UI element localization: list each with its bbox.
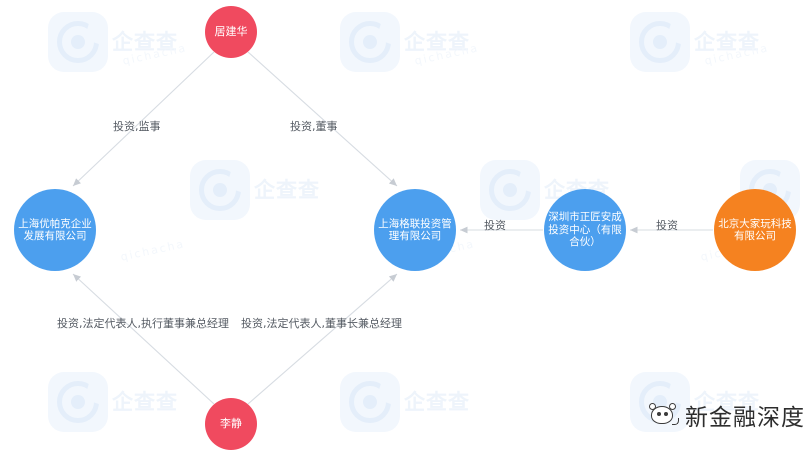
edge-label-bottom-right: 投资,法定代表人,董事长兼总经理 <box>241 317 402 330</box>
cat-mascot-icon <box>648 402 679 428</box>
edge-top-to-left <box>72 51 215 187</box>
graph-node-company-right-1[interactable]: 深圳市正匠安成投资中心（有限合伙） <box>544 189 626 271</box>
edge-label-top-left: 投资,监事 <box>113 120 161 133</box>
node-label: 李静 <box>220 416 242 430</box>
node-label: 北京大家玩科技有限公司 <box>718 217 792 242</box>
edge-top-to-center <box>247 51 398 187</box>
edge-label-center-right1: 投资 <box>484 219 506 232</box>
brand-badge: 新金融深度 <box>648 398 805 432</box>
node-label: 居建华 <box>214 24 248 38</box>
edge-label-bottom-left: 投资,法定代表人,执行董事兼总经理 <box>57 317 229 330</box>
edge-bottom-to-left <box>72 273 215 405</box>
edge-bottom-to-center <box>247 273 398 405</box>
node-label: 上海格联投资管理有限公司 <box>378 217 452 242</box>
brand-name: 新金融深度 <box>685 405 805 431</box>
graph-node-person-bottom[interactable]: 李静 <box>205 398 257 450</box>
graph-node-company-left[interactable]: 上海优帕克企业发展有限公司 <box>14 189 96 271</box>
edge-label-top-right: 投资,董事 <box>290 120 338 133</box>
graph-node-company-center[interactable]: 上海格联投资管理有限公司 <box>374 189 456 271</box>
edge-label-right1-right2: 投资 <box>656 219 678 232</box>
node-label: 上海优帕克企业发展有限公司 <box>18 217 92 242</box>
node-label: 深圳市正匠安成投资中心（有限合伙） <box>548 211 622 249</box>
graph-node-person-top[interactable]: 居建华 <box>205 6 257 58</box>
graph-node-company-right-2[interactable]: 北京大家玩科技有限公司 <box>714 189 796 271</box>
